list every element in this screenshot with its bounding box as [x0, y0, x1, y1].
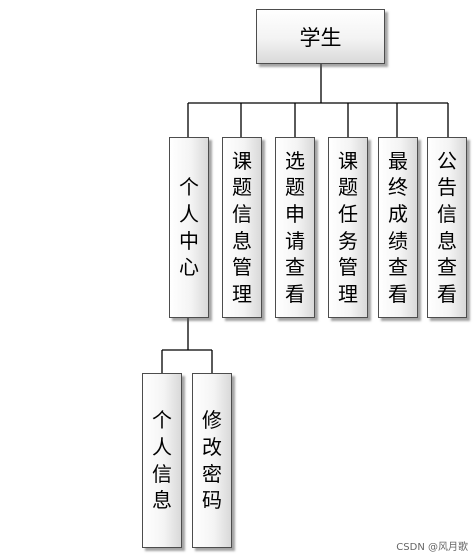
root-node-label: 学生 — [299, 25, 342, 50]
sub-node-label: 个人信息 — [152, 408, 172, 513]
module-node-label: 课题任务管理 — [338, 148, 358, 306]
module-node-final-score-view: 最终成绩查看 — [378, 137, 418, 318]
module-node-topic-application-view: 选题申请查看 — [275, 137, 315, 318]
watermark-text: CSDN @风月歌 — [396, 542, 468, 553]
module-node-notice-info-view: 公告信息查看 — [427, 137, 467, 318]
module-node-label: 选题申请查看 — [285, 148, 305, 306]
module-node-label: 最终成绩查看 — [388, 148, 408, 306]
module-node-label: 公告信息查看 — [437, 148, 457, 306]
sub-node-change-password: 修改密码 — [192, 373, 232, 548]
root-node-student: 学生 — [256, 9, 385, 64]
module-node-topic-info-management: 课题信息管理 — [222, 137, 262, 318]
module-node-topic-task-management: 课题任务管理 — [328, 137, 368, 318]
module-node-label: 课题信息管理 — [232, 148, 252, 306]
module-node-label: 个人中心 — [179, 175, 199, 280]
sub-node-personal-info: 个人信息 — [142, 373, 182, 548]
sub-node-label: 修改密码 — [202, 408, 222, 513]
module-node-personal-center: 个人中心 — [169, 137, 209, 318]
